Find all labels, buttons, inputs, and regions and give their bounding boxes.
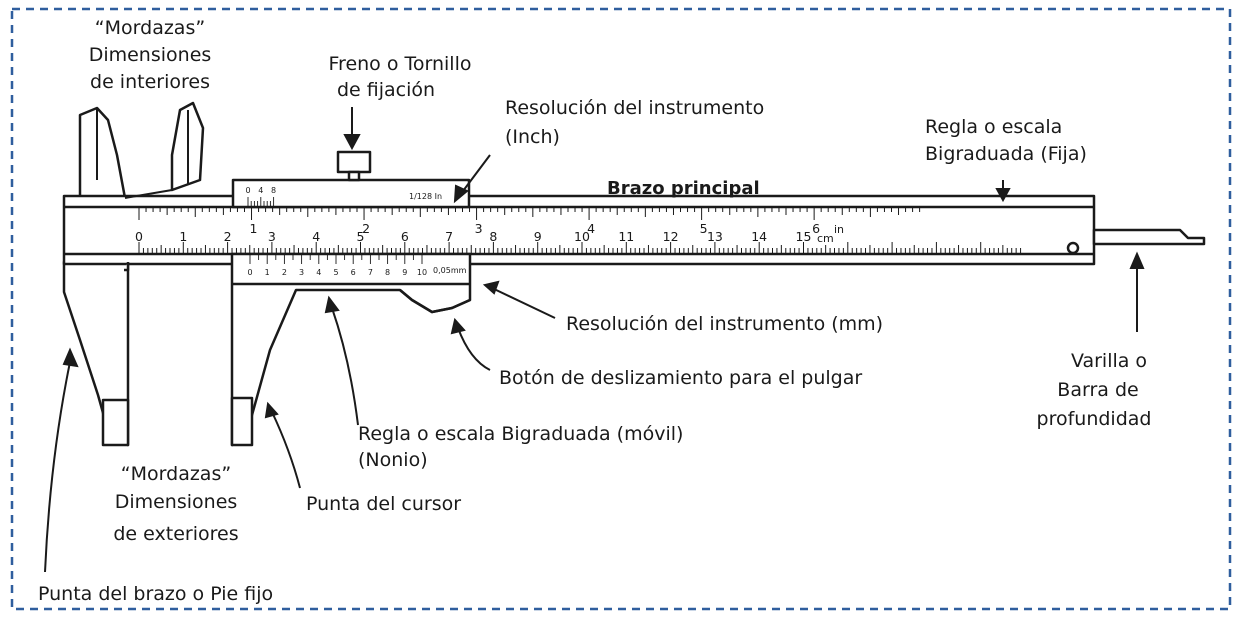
vernier-mm-numbers: 0 1 2 3 4 5 6 7 8 9 10: [247, 268, 427, 277]
cm-number: 1: [179, 229, 187, 244]
vernier-mm-number: 2: [282, 268, 287, 277]
depth-rod: [1092, 228, 1206, 246]
label-mordazas-exteriores: “Mordazas” Dimensiones de exteriores: [113, 463, 238, 545]
vernier-mm-number: 7: [368, 268, 373, 277]
thumb-wheel: [399, 289, 471, 314]
inch-unit: in: [834, 223, 844, 236]
lock-screw-shaft: [347, 170, 361, 182]
cm-number: 3: [268, 229, 276, 244]
cm-number: 5: [357, 229, 365, 244]
inch-number: 6: [812, 221, 820, 236]
label-freno: Freno o Tornillo de fijación: [329, 53, 472, 101]
cm-unit: cm: [817, 232, 834, 245]
vernier-inch-number: 4: [258, 186, 263, 195]
inch-number: 4: [587, 221, 595, 236]
inch-scale-numbers: 1 2 3 4 5 6: [250, 221, 821, 236]
svg-text:Varilla o: Varilla o: [1071, 350, 1147, 372]
label-varilla: Varilla o Barra de profundidad: [1037, 350, 1152, 430]
cm-number: 4: [312, 229, 320, 244]
vernier-inch-number: 8: [271, 186, 276, 195]
label-resolucion-inch: Resolución del instrumento (Inch): [505, 97, 764, 148]
vernier-mm-resolution: 0,05mm: [433, 266, 467, 275]
cm-number: 14: [751, 229, 767, 244]
vernier-inch-number: 0: [245, 186, 250, 195]
cm-number: 15: [796, 229, 812, 244]
inch-number: 1: [250, 221, 258, 236]
cm-number: 7: [445, 229, 453, 244]
cm-number: 12: [663, 229, 679, 244]
vernier-mm-number: 4: [316, 268, 321, 277]
vernier-mm-number: 1: [265, 268, 270, 277]
vernier-mm-number: 6: [351, 268, 356, 277]
cm-number: 11: [618, 229, 634, 244]
caliper-body: [62, 101, 1206, 447]
label-mordazas-interiores: “Mordazas” Dimensiones de interiores: [89, 17, 212, 93]
lock-screw-head: [336, 150, 372, 174]
label-regla-movil: Regla o escala Bigraduada (móvil) (Nonio…: [358, 423, 683, 471]
svg-text:Bigraduada (Fija): Bigraduada (Fija): [925, 143, 1087, 165]
svg-text:Dimensiones: Dimensiones: [89, 44, 212, 66]
cm-number: 9: [534, 229, 542, 244]
inch-scale-ticks: [138, 207, 921, 220]
cm-number: 13: [707, 229, 723, 244]
vernier-mm-number: 8: [385, 268, 390, 277]
mm-scale-ticks: [138, 242, 1022, 254]
inch-number: 3: [475, 221, 483, 236]
svg-text:“Mordazas”: “Mordazas”: [95, 17, 205, 39]
label-resolucion-mm: Resolución del instrumento (mm): [566, 313, 883, 335]
svg-text:Regla o escala Bigraduada (móv: Regla o escala Bigraduada (móvil): [358, 423, 683, 445]
movable-jaw-tip-block: [230, 396, 254, 447]
movable-outer-jaw-edge: [124, 262, 130, 272]
label-punta-brazo: Punta del brazo o Pie fijo: [38, 583, 273, 605]
vernier-mm-number: 0: [247, 268, 252, 277]
label-regla-fija: Regla o escala Bigraduada (Fija): [925, 116, 1087, 165]
label-punta-cursor: Punta del cursor: [306, 493, 461, 515]
fixed-jaw-tip-block: [101, 398, 130, 447]
beam-screw: [1066, 241, 1080, 255]
svg-text:Resolución del instrumento: Resolución del instrumento: [505, 97, 764, 119]
svg-text:de interiores: de interiores: [90, 71, 210, 93]
svg-text:(Inch): (Inch): [505, 126, 560, 148]
label-brazo-principal: Brazo principal: [607, 178, 760, 199]
vernier-inch-resolution: 1/128 In: [409, 192, 442, 201]
inch-number: 2: [362, 221, 370, 236]
svg-text:“Mordazas”: “Mordazas”: [121, 463, 231, 485]
svg-text:Regla o escala: Regla o escala: [925, 116, 1062, 138]
svg-text:de fijación: de fijación: [337, 79, 435, 101]
svg-text:Freno o Tornillo: Freno o Tornillo: [329, 53, 472, 75]
svg-text:(Nonio): (Nonio): [358, 449, 428, 471]
vernier-mm-number: 10: [417, 268, 427, 277]
cm-number: 6: [401, 229, 409, 244]
vernier-mm-number: 3: [299, 268, 304, 277]
svg-text:profundidad: profundidad: [1037, 408, 1152, 430]
fixed-inner-jaw: [78, 106, 127, 210]
dashed-border: [10, 7, 1232, 611]
leader-lines: [44, 107, 1145, 573]
svg-text:Dimensiones: Dimensiones: [115, 491, 238, 513]
cm-number: 2: [224, 229, 232, 244]
svg-text:de exteriores: de exteriores: [113, 523, 238, 545]
vernier-mm-number: 5: [333, 268, 338, 277]
svg-text:Barra de: Barra de: [1057, 379, 1138, 401]
label-boton: Botón de deslizamiento para el pulgar: [499, 367, 862, 389]
cm-number: 0: [135, 229, 143, 244]
vernier-inch-ticks: [247, 197, 275, 207]
cm-number: 8: [489, 229, 497, 244]
inch-number: 5: [700, 221, 708, 236]
cm-number: 10: [574, 229, 590, 244]
vernier-mm-number: 9: [402, 268, 407, 277]
vernier-mm-ticks: [249, 254, 423, 264]
